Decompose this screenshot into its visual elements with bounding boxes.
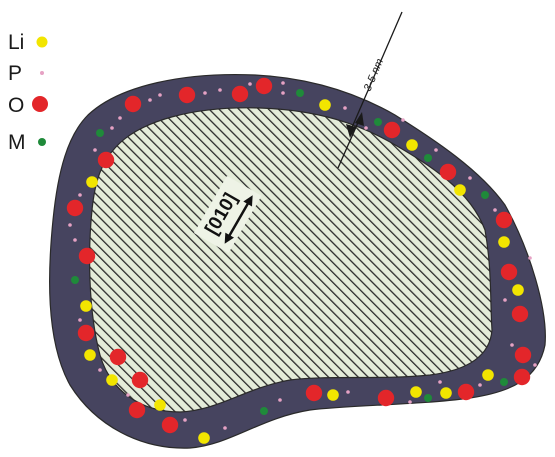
phosphorus-atom [68,223,72,227]
metal-atom [500,378,508,386]
phosphorus-atom [110,126,114,130]
phosphorus-atom [364,126,368,130]
legend-swatch-li [37,37,48,48]
lithium-atom [86,176,98,188]
oxygen-atom [232,86,248,102]
oxygen-atom [98,152,114,168]
legend-swatch-m [38,138,46,146]
oxygen-atom [79,248,95,264]
metal-atom [424,154,432,162]
legend-item-li: Li [8,31,48,54]
phosphorus-atom [468,176,472,180]
lithium-atom [512,284,524,296]
phosphorus-atom [118,116,122,120]
oxygen-atom [440,164,456,180]
phosphorus-atom [434,148,438,152]
lithium-atom [106,374,118,386]
phosphorus-atom [126,393,130,397]
oxygen-atom [306,385,322,401]
oxygen-atom [512,306,528,322]
phosphorus-atom [478,383,482,387]
oxygen-atom [129,402,145,418]
oxygen-atom [179,87,195,103]
oxygen-atom [110,349,126,365]
phosphorus-atom [223,426,227,430]
lithium-atom [327,389,339,401]
phosphorus-atom [346,390,350,394]
metal-atom [424,394,432,402]
oxygen-atom [132,372,148,388]
oxygen-atom [67,200,83,216]
lithium-atom [154,399,166,411]
phosphorus-atom [148,98,152,102]
oxygen-atom [378,390,394,406]
oxygen-atom [514,369,530,385]
metal-atom [96,129,104,137]
lithium-atom [498,236,510,248]
lithium-atom [482,369,494,381]
phosphorus-atom [438,380,442,384]
phosphorus-atom [343,106,347,110]
phosphorus-atom [73,238,77,242]
metal-atom [260,407,268,415]
phosphorus-atom [401,118,405,122]
lithium-atom [440,387,452,399]
metal-atom [296,89,304,97]
oxygen-atom [125,96,141,112]
oxygen-atom [458,384,474,400]
lithium-atom [410,386,422,398]
legend-swatch-p [40,71,44,75]
oxygen-atom [256,78,272,94]
legend-label-p: P [8,62,22,85]
phosphorus-atom [503,298,507,302]
lithium-atom [80,300,92,312]
lithium-atom [198,432,210,444]
lithium-atom [319,99,331,111]
lithium-atom [84,349,96,361]
phosphorus-atom [158,93,162,97]
thickness-label: 3-5 nm [362,57,386,93]
phosphorus-atom [528,256,532,260]
oxygen-atom [78,325,94,341]
phosphorus-atom [93,148,97,152]
phosphorus-atom [493,208,497,212]
legend-item-o: O [8,94,48,117]
phosphorus-atom [203,91,207,95]
legend-swatch-o [32,96,48,112]
oxygen-atom [501,264,517,280]
legend-label-li: Li [8,31,24,54]
phosphorus-atom [281,81,285,85]
phosphorus-atom [408,400,412,404]
lithium-atom [454,184,466,196]
phosphorus-atom [281,91,285,95]
legend-label-m: M [8,131,26,154]
oxygen-atom [384,122,400,138]
metal-atom [374,118,382,126]
phosphorus-atom [510,343,514,347]
oxygen-atom [496,212,512,228]
phosphorus-atom [218,88,222,92]
legend-label-o: O [8,94,24,117]
phosphorus-atom [278,398,282,402]
legend-item-m: M [8,131,46,154]
metal-atom [481,191,489,199]
oxygen-atom [162,417,178,433]
oxygen-atom [515,347,531,363]
legend: Li P O M [8,31,48,154]
phosphorus-atom [248,82,252,86]
phosphorus-atom [533,363,537,367]
phosphorus-atom [78,318,82,322]
legend-item-p: P [8,62,44,85]
phosphorus-atom [78,193,82,197]
metal-atom [71,276,79,284]
phosphorus-atom [183,418,187,422]
lithium-atom [406,139,418,151]
phosphorus-atom [98,368,102,372]
